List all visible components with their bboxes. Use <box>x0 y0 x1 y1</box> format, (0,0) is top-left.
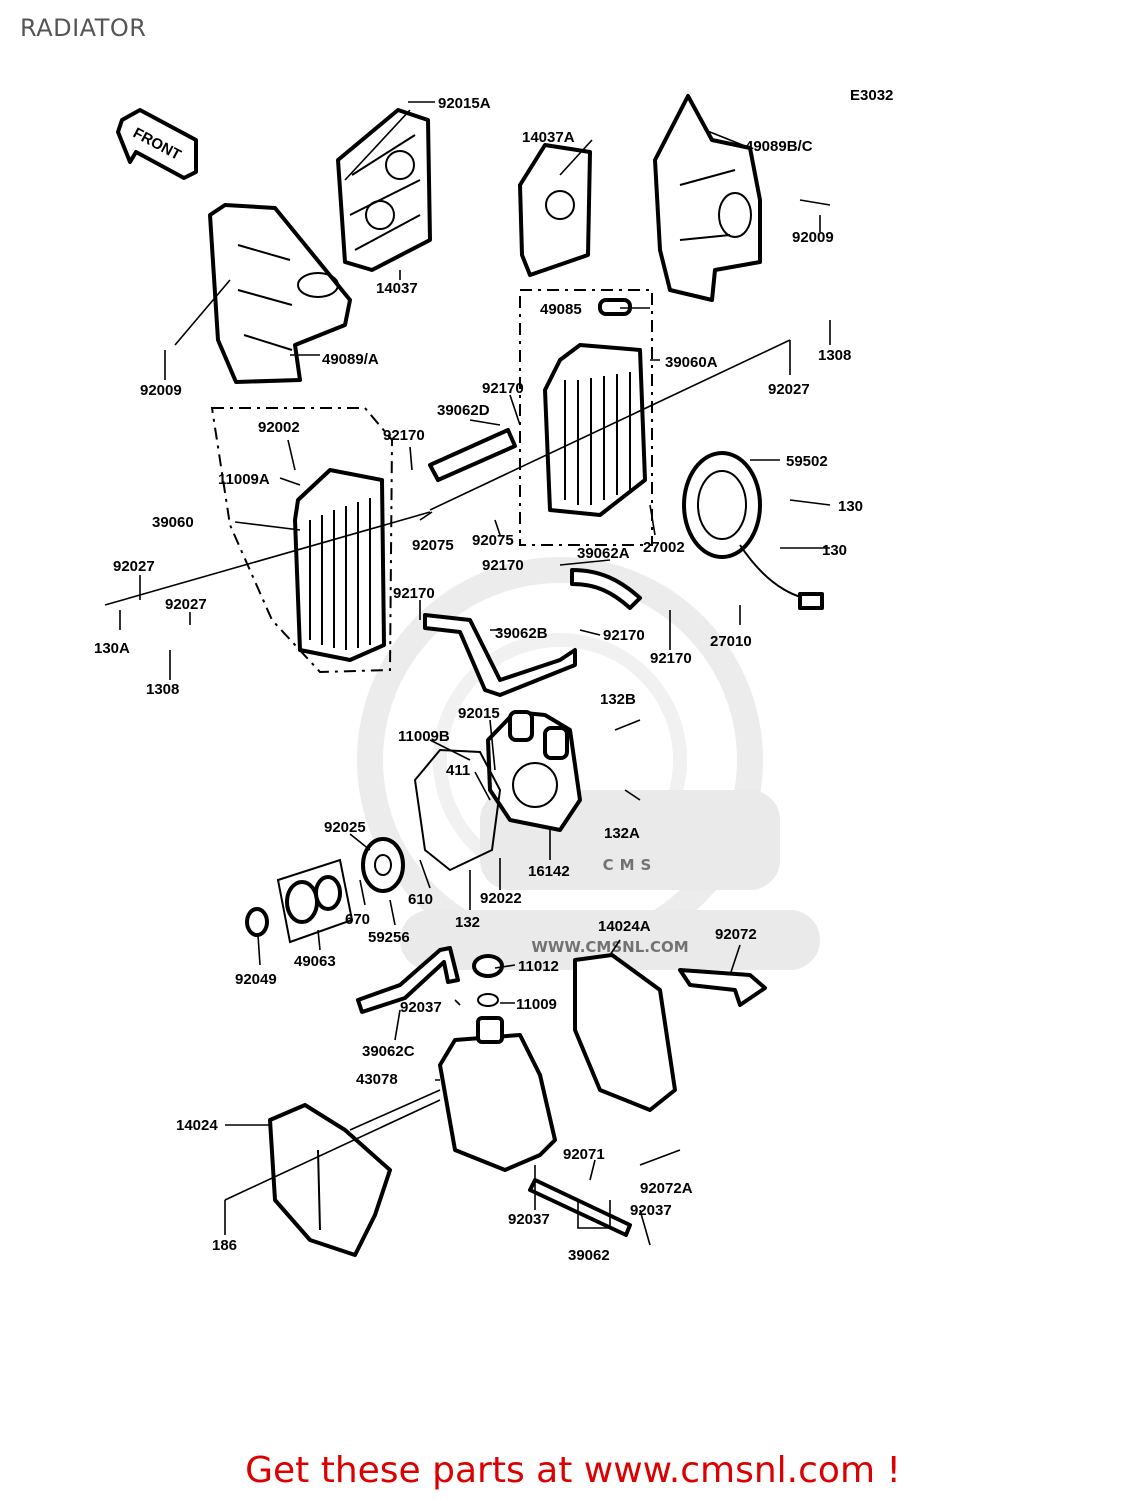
hose-39062d <box>428 428 517 482</box>
part-label: 92170 <box>393 585 435 602</box>
part-label: 49089/A <box>322 351 379 368</box>
part-label: 92015 <box>458 705 500 722</box>
radiator-fan <box>682 451 824 610</box>
radiator-shroud-right <box>653 94 762 302</box>
part-label: 14024 <box>176 1117 218 1134</box>
part-label: 92037 <box>630 1202 672 1219</box>
part-label: 132A <box>604 825 640 842</box>
part-label: 92170 <box>603 627 645 644</box>
part-label: 39060 <box>152 514 194 531</box>
part-label: 130 <box>822 542 847 559</box>
part-label: 39062B <box>495 625 548 642</box>
part-label: 92072A <box>640 1180 693 1197</box>
footer-cta-link[interactable]: Get these parts at www.cmsnl.com ! <box>245 1450 901 1491</box>
part-label: 49089B/C <box>745 138 813 155</box>
part-label: 186 <box>212 1237 237 1254</box>
water-pump-gasket <box>413 748 502 872</box>
radiator-exploded-diagram: CMS WWW.CMSNL.COM E3032 FRONT <box>94 87 893 1264</box>
watermark-logo: CMS <box>603 856 658 874</box>
part-label: 92075 <box>472 532 514 549</box>
reservoir-tank <box>438 954 557 1172</box>
part-label: 92037 <box>508 1211 550 1228</box>
part-label: 92022 <box>480 890 522 907</box>
reservoir-cover-right <box>573 953 677 1112</box>
part-label: 92170 <box>482 557 524 574</box>
front-direction-arrow: FRONT <box>116 108 198 180</box>
part-label: 610 <box>408 891 433 908</box>
part-label: 130A <box>94 640 130 657</box>
part-label: 1308 <box>818 347 851 364</box>
leader-lines <box>104 101 831 1246</box>
part-label: 11012 <box>518 958 559 975</box>
water-pump-cover <box>486 710 582 832</box>
part-label: 670 <box>345 911 370 928</box>
part-label: 59256 <box>368 929 410 946</box>
part-label: 92072 <box>715 926 757 943</box>
part-label: 49063 <box>294 953 336 970</box>
part-label: 14037A <box>522 129 575 146</box>
part-label: 92002 <box>258 419 300 436</box>
part-label: 39062 <box>568 1247 610 1264</box>
part-label: 27010 <box>710 633 752 650</box>
bracket-92072 <box>678 968 767 1007</box>
part-label: 39062D <box>437 402 490 419</box>
radiator-net-right <box>518 143 592 277</box>
radiator-right <box>519 289 653 546</box>
part-label: 59502 <box>786 453 828 470</box>
part-label: 49085 <box>540 301 582 318</box>
radiator-net-left <box>336 108 432 272</box>
part-label: 39062C <box>362 1043 415 1060</box>
part-label: 92027 <box>113 558 155 575</box>
hose-39062b <box>423 613 577 697</box>
part-label: 132B <box>600 691 636 708</box>
part-label: 43078 <box>356 1071 398 1088</box>
part-label: 411 <box>446 762 470 779</box>
part-label: 92015A <box>438 95 491 112</box>
part-label: 92025 <box>324 819 366 836</box>
part-label: 39062A <box>577 545 630 562</box>
part-label: 14037 <box>376 280 418 297</box>
part-label: 11009 <box>516 996 557 1013</box>
part-label: 92071 <box>563 1146 605 1163</box>
part-label: 92027 <box>165 596 207 613</box>
hose-39062 <box>528 1178 632 1237</box>
watermark-url: WWW.CMSNL.COM <box>531 938 688 956</box>
part-label: 27002 <box>643 539 685 556</box>
part-label: 92027 <box>768 381 810 398</box>
part-label: 92009 <box>140 382 182 399</box>
part-label: 92049 <box>235 971 277 988</box>
hose-39062c <box>356 946 460 1014</box>
hose-39062a <box>570 568 642 610</box>
radiator-left <box>210 407 394 674</box>
part-label: 92075 <box>412 537 454 554</box>
part-label: 11009A <box>218 471 270 488</box>
part-label: 11009B <box>398 728 450 745</box>
part-label: 14024A <box>598 918 651 935</box>
part-label: 132 <box>455 914 480 931</box>
part-label: 130 <box>838 498 863 515</box>
reservoir-cover-left <box>268 1103 392 1257</box>
part-label: 39060A <box>665 354 718 371</box>
water-pump-impeller <box>361 837 405 893</box>
part-label: 92170 <box>482 380 524 397</box>
part-label: 92009 <box>792 229 834 246</box>
part-labels: 92015A 14037A 49089B/C 92009 14037 49085… <box>94 95 863 1264</box>
part-label: 92037 <box>400 999 442 1016</box>
oil-seal-assembly <box>245 858 354 944</box>
part-label: 16142 <box>528 863 570 880</box>
diagram-code: E3032 <box>850 87 893 104</box>
part-label: 92170 <box>650 650 692 667</box>
part-label: 1308 <box>146 681 179 698</box>
radiator-shroud-left <box>208 203 352 384</box>
part-label: 92170 <box>383 427 425 444</box>
page-title: RADIATOR <box>20 14 147 42</box>
